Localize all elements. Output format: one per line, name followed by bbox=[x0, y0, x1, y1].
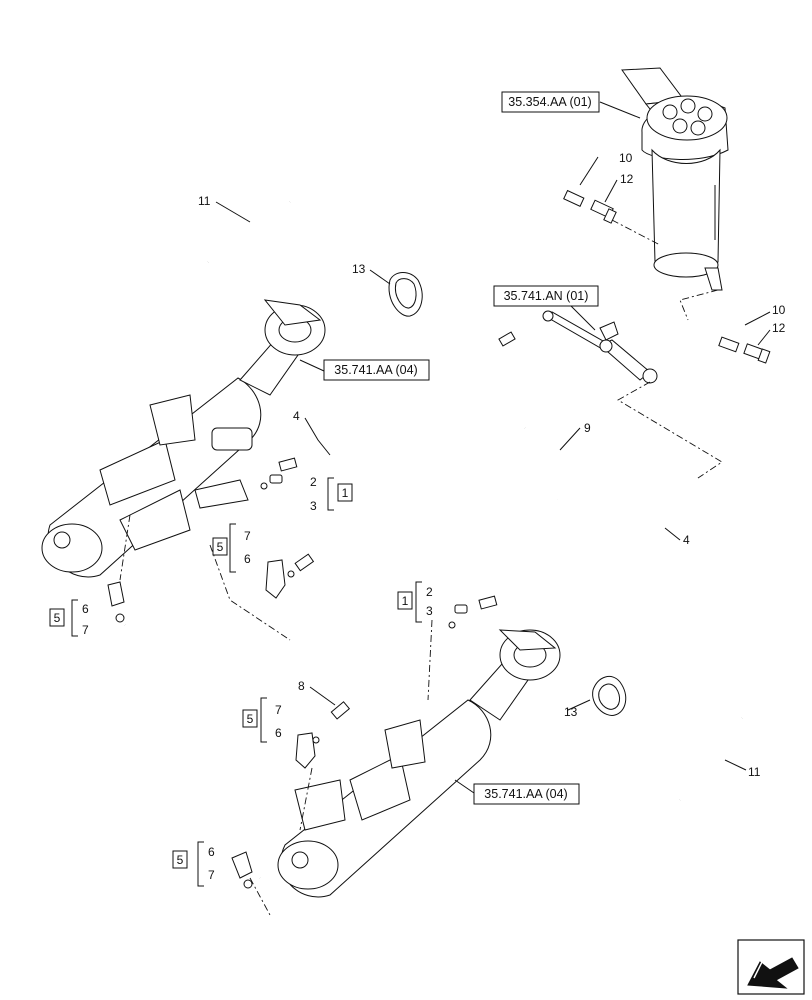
next-page-arrow-icon[interactable] bbox=[737, 939, 805, 995]
leader-lines bbox=[215, 101, 771, 794]
ref-cylinder-top-label: 35.741.AA (04) bbox=[334, 363, 417, 377]
ref-swivel-label: 35.354.AA (01) bbox=[508, 95, 591, 109]
hose-4-upper bbox=[278, 331, 516, 482]
boxed-item-5-d-label: 5 bbox=[177, 853, 184, 867]
hose-10-right bbox=[258, 328, 771, 939]
boxed-item-5-b-label: 5 bbox=[54, 611, 61, 625]
boxed-item-5-c-label: 5 bbox=[247, 712, 254, 726]
ref-cylinder-bottom[interactable]: 35.741.AA (04) bbox=[473, 783, 580, 805]
fittings-small bbox=[107, 474, 468, 889]
item-4-lower: 4 bbox=[683, 533, 690, 547]
swivel-joint bbox=[621, 67, 729, 291]
item-10-top: 10 bbox=[619, 151, 633, 165]
item-11-top: 11 bbox=[198, 194, 211, 208]
hose-10-long bbox=[26, 179, 585, 715]
item-7-c: 7 bbox=[275, 703, 282, 717]
item-6-a: 6 bbox=[244, 552, 251, 566]
boxed-item-1-bottom: 1 bbox=[397, 591, 413, 610]
item-11-bottom: 11 bbox=[748, 765, 761, 779]
ref-cylinder-top[interactable]: 35.741.AA (04) bbox=[323, 359, 430, 381]
item-13-top: 13 bbox=[352, 262, 366, 276]
ring-13-top bbox=[388, 272, 423, 317]
item-10-right: 10 bbox=[772, 303, 786, 317]
item-9: 9 bbox=[584, 421, 591, 435]
boxed-item-5-c: 5 bbox=[242, 709, 258, 728]
item-7-a: 7 bbox=[244, 529, 251, 543]
item-8: 8 bbox=[298, 679, 305, 693]
cylinder-top-left bbox=[41, 299, 326, 578]
ring-13-bottom bbox=[592, 675, 627, 716]
ref-cylinder-bottom-label: 35.741.AA (04) bbox=[484, 787, 567, 801]
ref-swivel[interactable]: 35.354.AA (01) bbox=[501, 91, 600, 113]
item-12-top: 12 bbox=[620, 172, 634, 186]
boxed-item-1-top: 1 bbox=[337, 483, 353, 502]
valve-tee bbox=[542, 310, 658, 384]
boxed-item-5-a: 5 bbox=[212, 537, 228, 556]
item-2-top: 2 bbox=[310, 475, 317, 489]
item-7-b: 7 bbox=[82, 623, 89, 637]
item-3-top: 3 bbox=[310, 499, 317, 513]
tube-11-top bbox=[207, 200, 291, 264]
item-13-bottom: 13 bbox=[564, 705, 578, 719]
hose-9 bbox=[524, 426, 560, 501]
boxed-item-5-b: 5 bbox=[49, 608, 65, 627]
item-6-d: 6 bbox=[208, 845, 215, 859]
ref-valve[interactable]: 35.741.AN (01) bbox=[493, 285, 599, 307]
center-lines bbox=[119, 219, 723, 916]
hose-8 bbox=[294, 453, 548, 720]
boxed-item-5-a-label: 5 bbox=[217, 540, 224, 554]
item-7-d: 7 bbox=[208, 868, 215, 882]
item-4-upper: 4 bbox=[293, 409, 300, 423]
boxed-item-1-top-label: 1 bbox=[342, 486, 349, 500]
item-12-right: 12 bbox=[772, 321, 786, 335]
cylinder-bottom bbox=[277, 629, 561, 898]
item-2-bottom: 2 bbox=[426, 585, 433, 599]
item-6-c: 6 bbox=[275, 726, 282, 740]
fitting-12-top bbox=[590, 199, 617, 224]
item-3-bottom: 3 bbox=[426, 604, 433, 618]
item-6-b: 6 bbox=[82, 602, 89, 616]
boxed-item-5-d: 5 bbox=[172, 850, 188, 869]
hose-4-lower bbox=[478, 476, 699, 614]
tube-11-bottom bbox=[678, 717, 744, 801]
brackets bbox=[71, 477, 422, 887]
ref-valve-label: 35.741.AN (01) bbox=[504, 289, 589, 303]
boxed-item-1-bottom-label: 1 bbox=[402, 594, 409, 608]
